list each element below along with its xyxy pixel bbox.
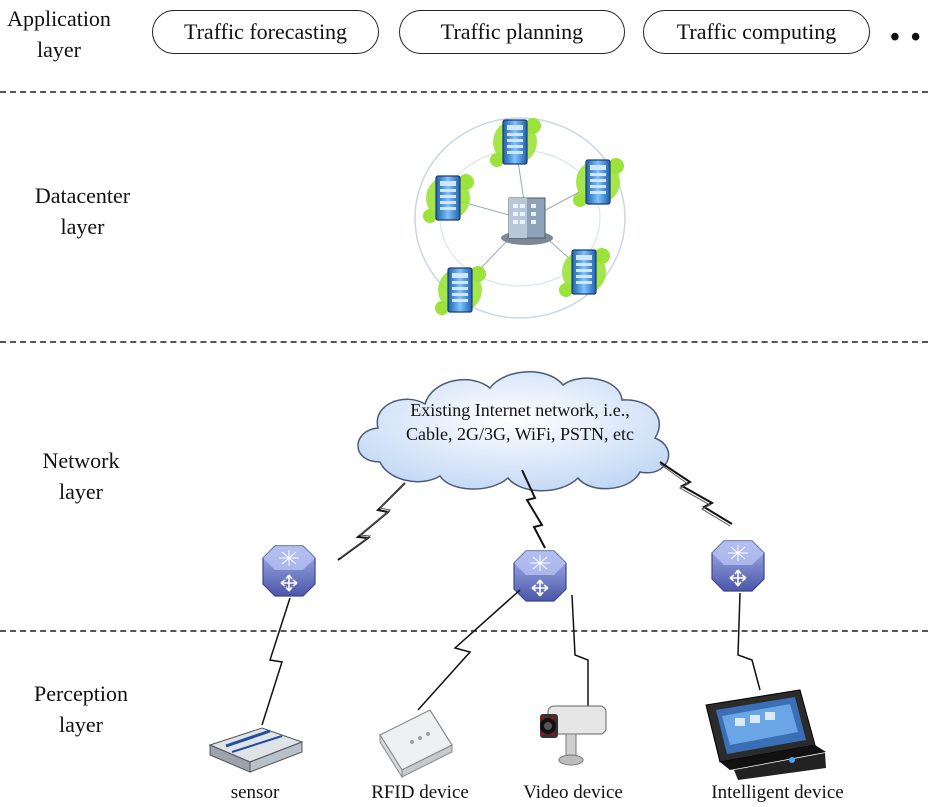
perception-layer-label-line2: layer <box>59 712 103 737</box>
intelligent-device-icon <box>705 689 826 780</box>
server-icon <box>489 117 542 168</box>
datacenter-layer-label-line1: Datacenter <box>34 183 131 208</box>
server-icon <box>434 265 487 316</box>
cloud-label-line1: Existing Internet network, i.e., <box>410 400 630 420</box>
wireless-links <box>337 461 733 561</box>
datacenter-layer-label: Datacenter layer <box>20 180 145 242</box>
network-layer-label-line2: layer <box>59 479 103 504</box>
datacenter-layer-label-line2: layer <box>60 214 105 239</box>
app-traffic-forecasting: Traffic forecasting <box>152 10 379 54</box>
intelligent-device-label: Intelligent device <box>711 782 844 803</box>
application-layer-label-line1: Application <box>7 6 111 31</box>
divider-application <box>0 91 928 93</box>
central-building-icon <box>501 197 553 245</box>
cloud-label-line2: Cable, 2G/3G, WiFi, PSTN, etc <box>406 424 634 444</box>
router-icon <box>262 545 316 597</box>
router-icon <box>711 540 765 592</box>
perception-layer-label: Perception layer <box>22 678 140 740</box>
sensor-icon <box>208 727 304 773</box>
video-device-label: Video device <box>523 782 623 803</box>
divider-datacenter <box>0 341 928 343</box>
video-camera-icon <box>540 705 607 766</box>
application-layer-label: Application layer <box>0 3 118 65</box>
server-icon <box>558 247 611 298</box>
divider-network <box>0 630 928 632</box>
server-icon <box>422 173 475 224</box>
device-links <box>261 589 761 726</box>
cloud-label: Existing Internet network, i.e., Cable, … <box>370 398 670 446</box>
network-layer-label-line1: Network <box>42 448 120 473</box>
sensor-label: sensor <box>230 782 280 803</box>
network-layer-label: Network layer <box>22 445 140 507</box>
app-traffic-computing: Traffic computing <box>643 10 870 54</box>
router-icon <box>513 550 567 602</box>
more-ellipsis: • • <box>890 22 923 53</box>
application-layer-label-line2: layer <box>37 37 81 62</box>
rfid-device-label: RFID device <box>371 782 469 803</box>
datacenter-cluster <box>414 117 626 319</box>
internet-cloud-icon <box>357 371 670 492</box>
perception-layer-label-line1: Perception <box>33 681 129 706</box>
server-icon <box>572 157 625 208</box>
app-traffic-planning: Traffic planning <box>399 10 625 54</box>
rfid-device-icon <box>379 709 453 779</box>
